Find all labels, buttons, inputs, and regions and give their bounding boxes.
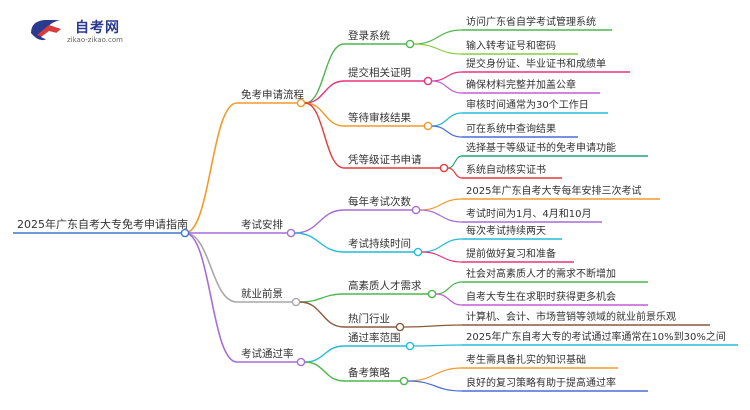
- child-node: [399, 376, 409, 386]
- child-node: [439, 163, 449, 173]
- branch-label: 免考申请流程: [241, 88, 304, 101]
- leaf-link: [431, 80, 463, 94]
- branch-label: 就业前景: [241, 287, 283, 300]
- branch-link: [184, 232, 238, 303]
- branch-node: [286, 228, 296, 238]
- child-node: [427, 289, 437, 299]
- root-node: [180, 228, 190, 238]
- branch-link: [184, 102, 238, 234]
- leaf-link: [403, 324, 463, 328]
- leaf-label: 自考大专生在求职时获得更多机会: [466, 290, 616, 303]
- child-link: [304, 43, 345, 104]
- leaf-link: [413, 29, 463, 45]
- child-link: [294, 209, 345, 234]
- child-link: [294, 232, 345, 253]
- child-node: [405, 39, 415, 49]
- leaf-label: 系统自动核实证书: [466, 163, 546, 176]
- child-label: 通过率范围: [348, 331, 401, 344]
- leaf-label: 可在系统中查询结果: [466, 122, 556, 135]
- leaf-label: 考试时间为1月、4月和10月: [466, 207, 591, 220]
- branch-node: [296, 98, 306, 108]
- child-node: [423, 76, 433, 86]
- child-label: 高素质人才需求: [348, 279, 422, 292]
- leaf-label: 2025年广东自考大专的考试通过率通常在10%到30%之间: [466, 330, 726, 343]
- child-node: [411, 205, 421, 215]
- logo-url: zikao-zikao.com: [67, 36, 123, 44]
- branch-link: [184, 232, 238, 363]
- child-link: [304, 361, 345, 382]
- leaf-link: [419, 209, 463, 223]
- branch-label: 考试安排: [241, 218, 283, 231]
- leaf-label: 社会对高素质人才的需求不断增加: [466, 267, 616, 280]
- child-link: [299, 293, 345, 303]
- child-label: 等待审核结果: [348, 111, 411, 124]
- leaf-link: [407, 367, 463, 382]
- child-node: [423, 121, 433, 131]
- child-label: 凭等级证书申请: [348, 153, 422, 166]
- child-link: [304, 102, 345, 127]
- child-node: [405, 341, 415, 351]
- leaf-link: [413, 43, 463, 55]
- child-label: 热门行业: [348, 312, 390, 325]
- leaf-link: [413, 344, 463, 347]
- logo-icon: [31, 20, 61, 41]
- leaf-label: 提交身份证、毕业证书和成绩单: [466, 57, 606, 70]
- leaf-label: 输入转考证号和密码: [466, 39, 556, 52]
- leaf-link: [407, 380, 463, 392]
- branch-label: 考试通过率: [241, 347, 294, 360]
- leaf-link: [419, 198, 463, 211]
- child-node: [395, 322, 405, 332]
- leaf-label: 确保材料完整并加盖公章: [466, 78, 576, 91]
- branch-node: [291, 297, 301, 307]
- child-link: [304, 345, 345, 363]
- leaf-label: 提前做好复习和准备: [466, 247, 556, 260]
- leaf-link: [447, 155, 463, 169]
- child-link: [299, 301, 345, 328]
- child-label: 备考策略: [348, 366, 390, 379]
- branch-node: [296, 357, 306, 367]
- logo-name: 自考网: [75, 20, 120, 36]
- leaf-link: [447, 167, 463, 179]
- leaf-label: 审核时间通常为30个工作日: [466, 98, 589, 111]
- leaf-label: 考生需具备扎实的知识基础: [466, 353, 586, 366]
- root-topic: 2025年广东自考大专免考申请指南: [17, 217, 188, 231]
- child-label: 提交相关证明: [348, 66, 411, 79]
- leaf-label: 访问广东省自学考试管理系统: [466, 15, 596, 28]
- leaf-label: 选择基于等级证书的免考申请功能: [466, 141, 616, 154]
- leaf-link: [431, 125, 463, 138]
- leaf-link: [431, 112, 463, 127]
- leaf-label: 每次考试持续两天: [466, 224, 546, 237]
- child-label: 考试持续时间: [348, 237, 411, 250]
- leaf-link: [435, 281, 463, 295]
- child-label: 登录系统: [348, 29, 390, 42]
- child-label: 每年考试次数: [348, 195, 411, 208]
- leaf-link: [421, 251, 463, 263]
- leaf-link: [421, 238, 463, 253]
- leaf-label: 计算机、会计、市场营销等领域的就业前景乐观: [466, 310, 676, 323]
- leaf-link: [435, 293, 463, 306]
- child-link: [304, 80, 345, 104]
- leaf-link: [431, 71, 463, 82]
- logo: 自考网 zikao-zikao.com: [27, 15, 147, 51]
- leaf-label: 2025年广东自考大专每年安排三次考试: [466, 184, 641, 197]
- child-node: [413, 247, 423, 257]
- leaf-label: 良好的复习策略有助于提高通过率: [466, 376, 616, 389]
- child-link: [304, 102, 345, 169]
